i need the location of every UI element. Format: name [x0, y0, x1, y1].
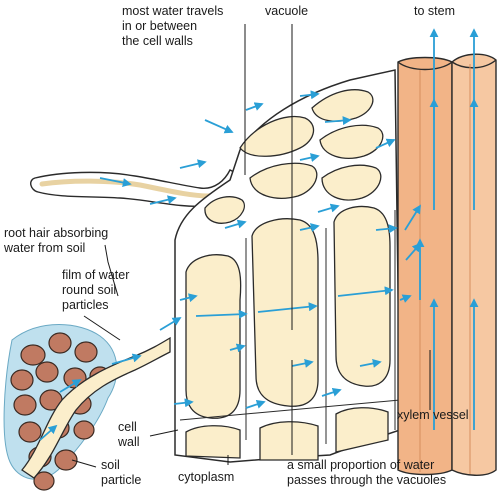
label-cell-wall: cell wall [118, 420, 140, 449]
label-cytoplasm: cytoplasm [178, 470, 235, 484]
cell [311, 89, 374, 122]
cell [259, 421, 319, 461]
cell [249, 162, 318, 199]
label-root-hair: root hair absorbing water from soil [4, 226, 109, 255]
soil-particle [20, 344, 46, 366]
water-arrow [375, 224, 398, 234]
water-arrow [245, 102, 264, 111]
water-arrow [245, 400, 266, 409]
soil-particle [18, 421, 42, 443]
cell [321, 164, 382, 201]
water-arrow [299, 223, 320, 232]
water-arrow [149, 195, 177, 205]
label-vacuole: vacuole [265, 4, 309, 18]
cortex-cells [185, 205, 391, 461]
label-film-of-water: film of water round soil particles [62, 268, 130, 312]
water-arrow [99, 177, 132, 188]
leader-film [83, 315, 121, 341]
water-arrow [195, 309, 248, 319]
water-arrow [111, 353, 142, 365]
soil-particle [54, 449, 78, 471]
upper-cells [204, 89, 384, 224]
leader-cell-wall [149, 429, 179, 437]
cell [239, 115, 315, 157]
water-arrows [39, 28, 479, 441]
water-arrow [204, 119, 234, 134]
water-arrow [317, 203, 340, 213]
water-arrow [173, 398, 194, 408]
soil-particle [33, 471, 55, 491]
water-arrow [59, 379, 82, 393]
lower-root-hair [21, 336, 171, 479]
label-small-proportion: a small proportion of water passes throu… [287, 458, 447, 487]
water-arrow [299, 153, 320, 162]
cell [185, 425, 241, 459]
water-arrow [179, 159, 207, 169]
cell [335, 407, 389, 453]
leader-root-hair [104, 244, 119, 297]
water-arrow [375, 138, 396, 149]
leader-soil [71, 459, 97, 468]
soil-particle [74, 341, 98, 363]
label-to-stem: to stem [414, 4, 455, 18]
water-arrow [404, 204, 421, 231]
wall-lines [179, 210, 401, 444]
label-soil-particle: soil particle [101, 458, 142, 487]
leader-lines [71, 24, 431, 468]
label-xylem-vessel: xylem vessel [397, 408, 469, 422]
water-arrow [291, 358, 314, 368]
water-arrow [257, 302, 318, 313]
soil-particle [73, 420, 95, 440]
water-arrow [159, 317, 182, 331]
soil-particle [35, 361, 59, 383]
cell [333, 205, 391, 387]
water-arrow [337, 286, 394, 297]
cell [204, 196, 245, 224]
water-arrow [299, 90, 320, 100]
soil-particle [48, 332, 72, 354]
cell [185, 254, 242, 419]
cell [319, 124, 384, 159]
soil-particle [10, 369, 34, 391]
water-arrow [179, 293, 198, 303]
water-arrow [39, 424, 58, 441]
xylem-vessel [397, 53, 497, 476]
soil-particle [13, 394, 37, 416]
water-arrow [399, 294, 412, 303]
water-arrow [321, 388, 342, 397]
water-arrow [324, 116, 352, 126]
water-arrow [359, 358, 382, 368]
cell [251, 218, 319, 407]
water-arrow [229, 343, 246, 353]
water-arrow [224, 219, 247, 229]
label-most-water-travels: most water travels in or between the cel… [122, 4, 224, 48]
